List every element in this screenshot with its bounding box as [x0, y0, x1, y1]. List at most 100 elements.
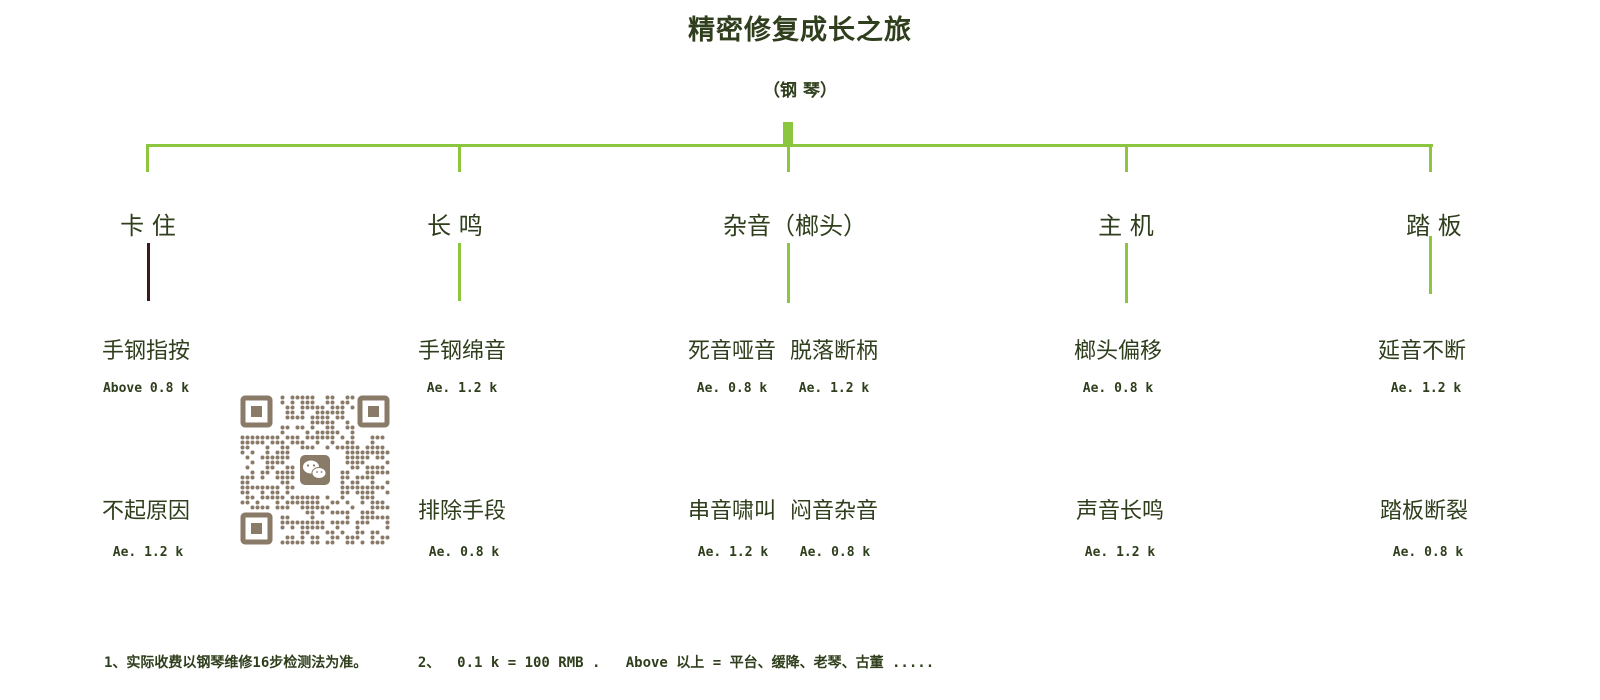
qr-module	[385, 450, 390, 455]
qr-module	[280, 395, 285, 400]
qr-module	[385, 480, 390, 485]
qr-module	[335, 430, 340, 435]
qr-module	[245, 485, 250, 490]
qr-module	[285, 490, 290, 495]
qr-module	[250, 435, 255, 440]
qr-module	[330, 425, 335, 430]
qr-module	[325, 420, 330, 425]
qr-module	[240, 485, 245, 490]
qr-module	[320, 435, 325, 440]
qr-module	[345, 460, 350, 465]
qr-module	[350, 450, 355, 455]
qr-module	[385, 470, 390, 475]
qr-module	[320, 420, 325, 425]
qr-module	[315, 535, 320, 540]
item-label: 死音哑音	[687, 339, 776, 364]
qr-module	[365, 510, 370, 515]
qr-module	[280, 455, 285, 460]
qr-module	[285, 435, 290, 440]
qr-module	[350, 405, 355, 410]
qr-module	[290, 485, 295, 490]
branch-line-zayin	[787, 144, 790, 172]
qr-module	[315, 415, 320, 420]
qr-module	[300, 400, 305, 405]
qr-module	[365, 465, 370, 470]
qr-module	[315, 420, 320, 425]
qr-module	[355, 460, 360, 465]
qr-module	[275, 440, 280, 445]
qr-module	[315, 440, 320, 445]
qr-module	[355, 475, 360, 480]
qr-module	[290, 520, 295, 525]
qr-module	[335, 535, 340, 540]
qr-module	[245, 435, 250, 440]
qr-module	[375, 465, 380, 470]
qr-module	[370, 515, 375, 520]
qr-module	[280, 525, 285, 530]
qr-module	[260, 440, 265, 445]
qr-module	[375, 450, 380, 455]
qr-module	[320, 520, 325, 525]
qr-module	[340, 470, 345, 475]
qr-module	[340, 405, 345, 410]
qr-module	[335, 510, 340, 515]
qr-module	[280, 540, 285, 545]
qr-module	[250, 495, 255, 500]
qr-module	[325, 435, 330, 440]
stem-changming	[458, 243, 461, 301]
qr-module	[265, 495, 270, 500]
qr-module	[355, 535, 360, 540]
item-label: 闷音杂音	[789, 499, 878, 524]
qr-module	[375, 540, 380, 545]
qr-module	[350, 485, 355, 490]
qr-module	[260, 485, 265, 490]
qr-module	[305, 495, 310, 500]
qr-module	[305, 500, 310, 505]
qr-module	[340, 475, 345, 480]
qr-module	[290, 525, 295, 530]
qr-module	[365, 470, 370, 475]
item-price: Ae. 1.2 k	[1084, 545, 1156, 560]
qr-module	[325, 530, 330, 535]
qr-module	[340, 495, 345, 500]
qr-module	[345, 485, 350, 490]
qr-module	[340, 445, 345, 450]
qr-module	[370, 540, 375, 545]
qr-module	[250, 460, 255, 465]
qr-module	[330, 440, 335, 445]
qr-module	[275, 505, 280, 510]
qr-module	[305, 405, 310, 410]
qr-module	[375, 435, 380, 440]
qr-module	[340, 435, 345, 440]
item-price: Ae. 0.8 k	[1082, 381, 1154, 396]
qr-module	[350, 505, 355, 510]
qr-module	[360, 490, 365, 495]
qr-module	[290, 395, 295, 400]
qr-module	[385, 535, 390, 540]
qr-module	[365, 490, 370, 495]
qr-module	[285, 535, 290, 540]
qr-module	[325, 430, 330, 435]
qr-module	[345, 420, 350, 425]
qr-module	[260, 505, 265, 510]
qr-module	[370, 475, 375, 480]
qr-module	[290, 410, 295, 415]
qr-module	[335, 405, 340, 410]
qr-module	[365, 515, 370, 520]
qr-module	[300, 425, 305, 430]
qr-module	[325, 505, 330, 510]
qr-module	[370, 510, 375, 515]
qr-module	[335, 445, 340, 450]
qr-module	[360, 475, 365, 480]
qr-module	[370, 495, 375, 500]
qr-module	[305, 395, 310, 400]
qr-module	[305, 525, 310, 530]
qr-module	[290, 470, 295, 475]
qr-module	[355, 445, 360, 450]
qr-module	[365, 450, 370, 455]
qr-module	[330, 405, 335, 410]
qr-module	[240, 445, 245, 450]
branch-line-changming	[458, 144, 461, 172]
qr-module	[275, 475, 280, 480]
qr-module	[285, 415, 290, 420]
